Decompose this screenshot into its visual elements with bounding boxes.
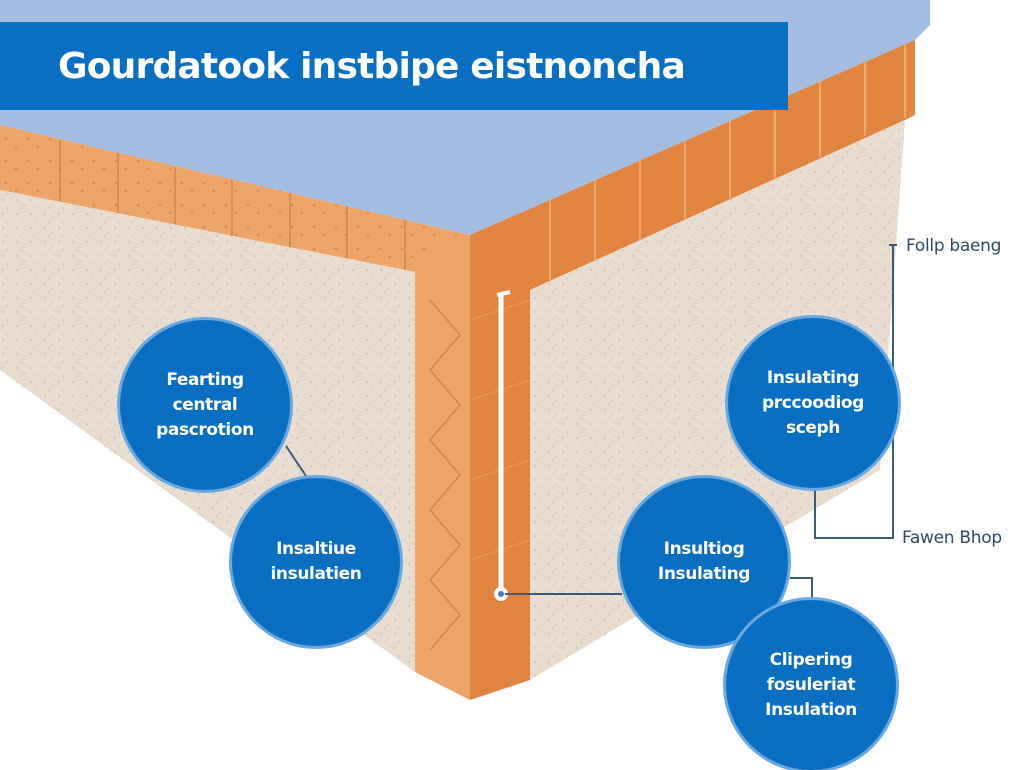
right-brick-band: [470, 40, 915, 290]
bubble-fearting[interactable]: Fearting central pascrotion: [120, 320, 290, 490]
bubble-insaltiue[interactable]: Insaltiue insulatien: [232, 478, 400, 646]
bubble-label: Clipering fosuleriat Insulation: [765, 649, 857, 720]
title-banner: Gourdatook instbipe eistnoncha: [0, 22, 788, 110]
bubble-label: Insaltiue insulatien: [270, 539, 362, 584]
diagram-title: Gourdatook instbipe eistnoncha: [58, 45, 686, 87]
bubble-label: Fearting central pascrotion: [156, 369, 254, 440]
corner-pillar-front: [415, 235, 470, 700]
label-fawen-bhop: Fawen Bhop: [902, 528, 1002, 548]
bubble-label: Insultiog Insulating: [657, 539, 751, 584]
label-follp-baeng: Follp baeng: [906, 236, 1002, 256]
bubble-clipering[interactable]: Clipering fosuleriat Insulation: [726, 600, 896, 770]
bubble-insulating-proc[interactable]: Insulating prccoodiog sceph: [728, 318, 898, 488]
bubble-label: Insulating prccoodiog sceph: [762, 367, 864, 438]
